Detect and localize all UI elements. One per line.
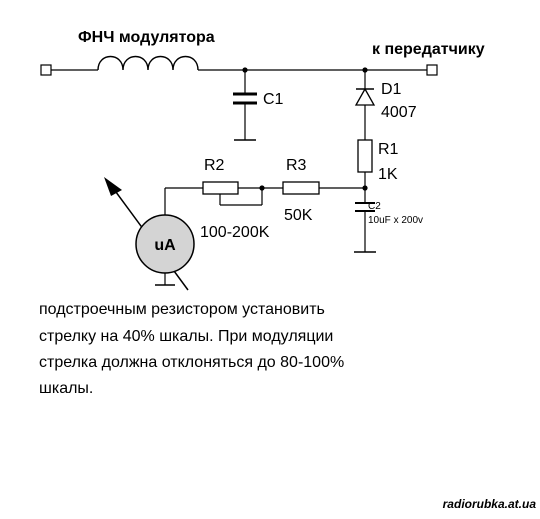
note-line-4: шкалы. [39, 380, 93, 397]
r1-body [357, 139, 373, 173]
note-line-3: стрелка должна отклоняться до 80-100% [39, 354, 344, 371]
note-line-1: подстроечным резистором установить [39, 301, 325, 318]
r1-value-label: 1K [378, 166, 398, 183]
note-line-2: стрелку на 40% шкалы. При модуляции [39, 328, 333, 345]
r2-label: R2 [204, 157, 225, 174]
c2-label: C2 [368, 201, 381, 212]
lpf-title: ФНЧ модулятора [78, 29, 215, 46]
to-transmitter-label: к передатчику [372, 41, 485, 58]
meter-arrowhead [104, 177, 122, 196]
r1-label: R1 [378, 141, 399, 158]
d1-part-label: 4007 [381, 104, 417, 121]
d1-label: D1 [381, 81, 402, 98]
r2-value-label: 100-200K [200, 224, 270, 241]
c2-value-label: 10uF x 200v [368, 215, 423, 226]
meter-label: uA [154, 237, 176, 254]
r3-value-label: 50K [284, 207, 313, 224]
r3-body [282, 181, 320, 195]
r2-body [202, 181, 239, 195]
watermark: radiorubka.at.ua [443, 497, 537, 511]
lpf-inductor [97, 55, 199, 71]
output-terminal [426, 64, 438, 76]
d1-body [354, 87, 376, 106]
r3-label: R3 [286, 157, 307, 174]
c1-label: C1 [263, 91, 284, 108]
input-terminal [40, 64, 52, 76]
